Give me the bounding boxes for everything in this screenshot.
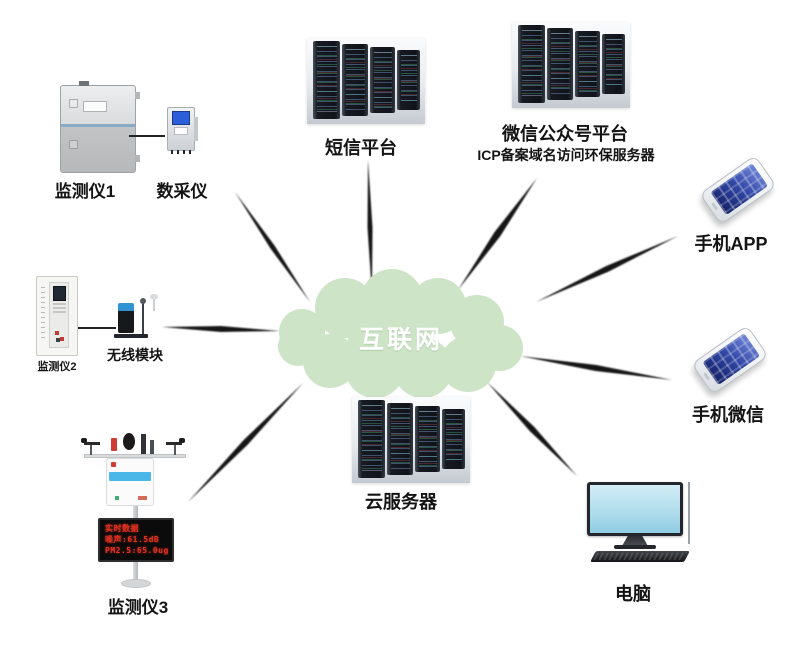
monitor2-device-icon (36, 276, 78, 356)
wind-cup-sensor-icon (81, 438, 100, 455)
server-tower (601, 34, 625, 94)
server-tower (341, 44, 368, 116)
server-tower (386, 403, 413, 475)
cloud-server-label: 云服务器 (365, 492, 437, 512)
computer-label: 电脑 (615, 584, 651, 604)
sensor-rod-icon (150, 440, 154, 454)
internet-cloud-icon (278, 269, 523, 398)
monitor3-station-icon: 实时数据 噪声:61.5dB PM2.5:65.0ug (78, 432, 198, 592)
ray-to-monitor3 (188, 383, 303, 502)
monitor1-label: 监测仪1 (54, 182, 116, 201)
server-tower (396, 50, 420, 110)
computer-stand-base (614, 545, 656, 549)
data-collector-fin (194, 117, 198, 141)
monitor2-screen (52, 286, 66, 301)
station-arm (84, 454, 186, 458)
monitor1-bracket (135, 92, 140, 99)
wechat-platform-label: 微信公众号平台 (502, 124, 628, 144)
monitor1-button (69, 99, 78, 108)
data-collector-device-icon (167, 107, 198, 154)
server-tower (414, 406, 440, 472)
cloud-server-rack-icon (352, 397, 470, 483)
enclosure-logo (111, 462, 116, 467)
led-line: 噪声:61.5dB (105, 535, 160, 544)
sms-platform-label: 短信平台 (325, 138, 397, 158)
wireless-module-body (118, 311, 134, 333)
monitor2-text-lines (41, 287, 45, 339)
server-tower (369, 47, 395, 113)
ray-to-data-collector (235, 192, 310, 302)
station-enclosure (106, 458, 154, 506)
connection-rays (162, 160, 678, 502)
computer-stand (622, 536, 648, 546)
wind-vane-icon (123, 433, 135, 450)
monitor1-cap (79, 81, 89, 86)
ray-to-sms-platform (367, 160, 373, 295)
ray-to-computer (487, 382, 577, 476)
data-collector-pins (171, 150, 191, 154)
monitor1-latch (69, 140, 78, 149)
led-line: PM2.5:65.0ug (105, 546, 169, 555)
server-tower (546, 28, 573, 100)
wireless-module-icon (112, 294, 162, 342)
led-display: 实时数据 噪声:61.5dB PM2.5:65.0ug (98, 518, 174, 562)
wireless-module-label: 无线模块 (107, 347, 163, 363)
data-collector-label: 数采仪 (156, 182, 208, 201)
wireless-module-base (114, 334, 148, 338)
wireless-module-top (118, 303, 134, 311)
ray-to-wireless-module (162, 326, 280, 332)
red-sensor-icon (111, 438, 117, 451)
monitor1-device-icon (60, 81, 140, 173)
wire-monitor1-datacollector (129, 135, 165, 137)
wechat-server-rack-icon (512, 22, 630, 108)
server-tower (517, 25, 545, 103)
wireless-module-antenna2 (150, 294, 158, 311)
monitor2-red-button (60, 337, 64, 341)
sensor-rod-icon (141, 434, 146, 454)
server-tower (357, 400, 385, 478)
monitor2-panel (49, 282, 69, 348)
wind-cup-sensor-icon (166, 442, 182, 445)
server-tower (441, 409, 465, 469)
station-base (121, 579, 151, 588)
computer-icon (585, 480, 695, 564)
data-collector-screen (172, 111, 190, 125)
data-collector-panel (174, 127, 188, 135)
sms-server-rack-icon (307, 38, 425, 124)
phone-home-button (703, 372, 711, 381)
monitor2-dark-button (56, 338, 60, 342)
server-tower (574, 31, 600, 97)
internet-label: 互联网 (358, 326, 444, 354)
monitor2-label: 监测仪2 (37, 361, 77, 373)
monitor1-bracket (135, 155, 140, 162)
server-tower (312, 41, 340, 119)
ray-to-phone-app (536, 236, 678, 302)
ray-to-wechat-platform (458, 178, 537, 290)
wechat-platform-subtitle: ICP备案域名访问环保服务器 (477, 147, 655, 163)
computer-antenna (688, 482, 690, 544)
phone-app-label: 手机APP (694, 234, 768, 254)
computer-monitor (587, 482, 683, 536)
enclosure-green-mark (115, 496, 119, 500)
computer-keyboard (590, 551, 690, 562)
computer-screen (590, 485, 680, 533)
led-line: 实时数据 (105, 524, 139, 533)
wireless-module-antenna (140, 298, 146, 334)
monitor3-label: 监测仪3 (107, 598, 169, 617)
enclosure-band (109, 472, 151, 481)
ray-to-phone-wechat (520, 356, 672, 380)
monitor1-band (61, 124, 135, 127)
phone-home-button (711, 202, 719, 211)
monitor1-display (83, 101, 107, 112)
wire-monitor2-wireless (78, 327, 116, 329)
phone-wechat-label: 手机微信 (692, 405, 764, 425)
monitor2-red-button (55, 331, 59, 335)
enclosure-red-mark (138, 496, 147, 500)
monitor2-keys (52, 303, 66, 315)
